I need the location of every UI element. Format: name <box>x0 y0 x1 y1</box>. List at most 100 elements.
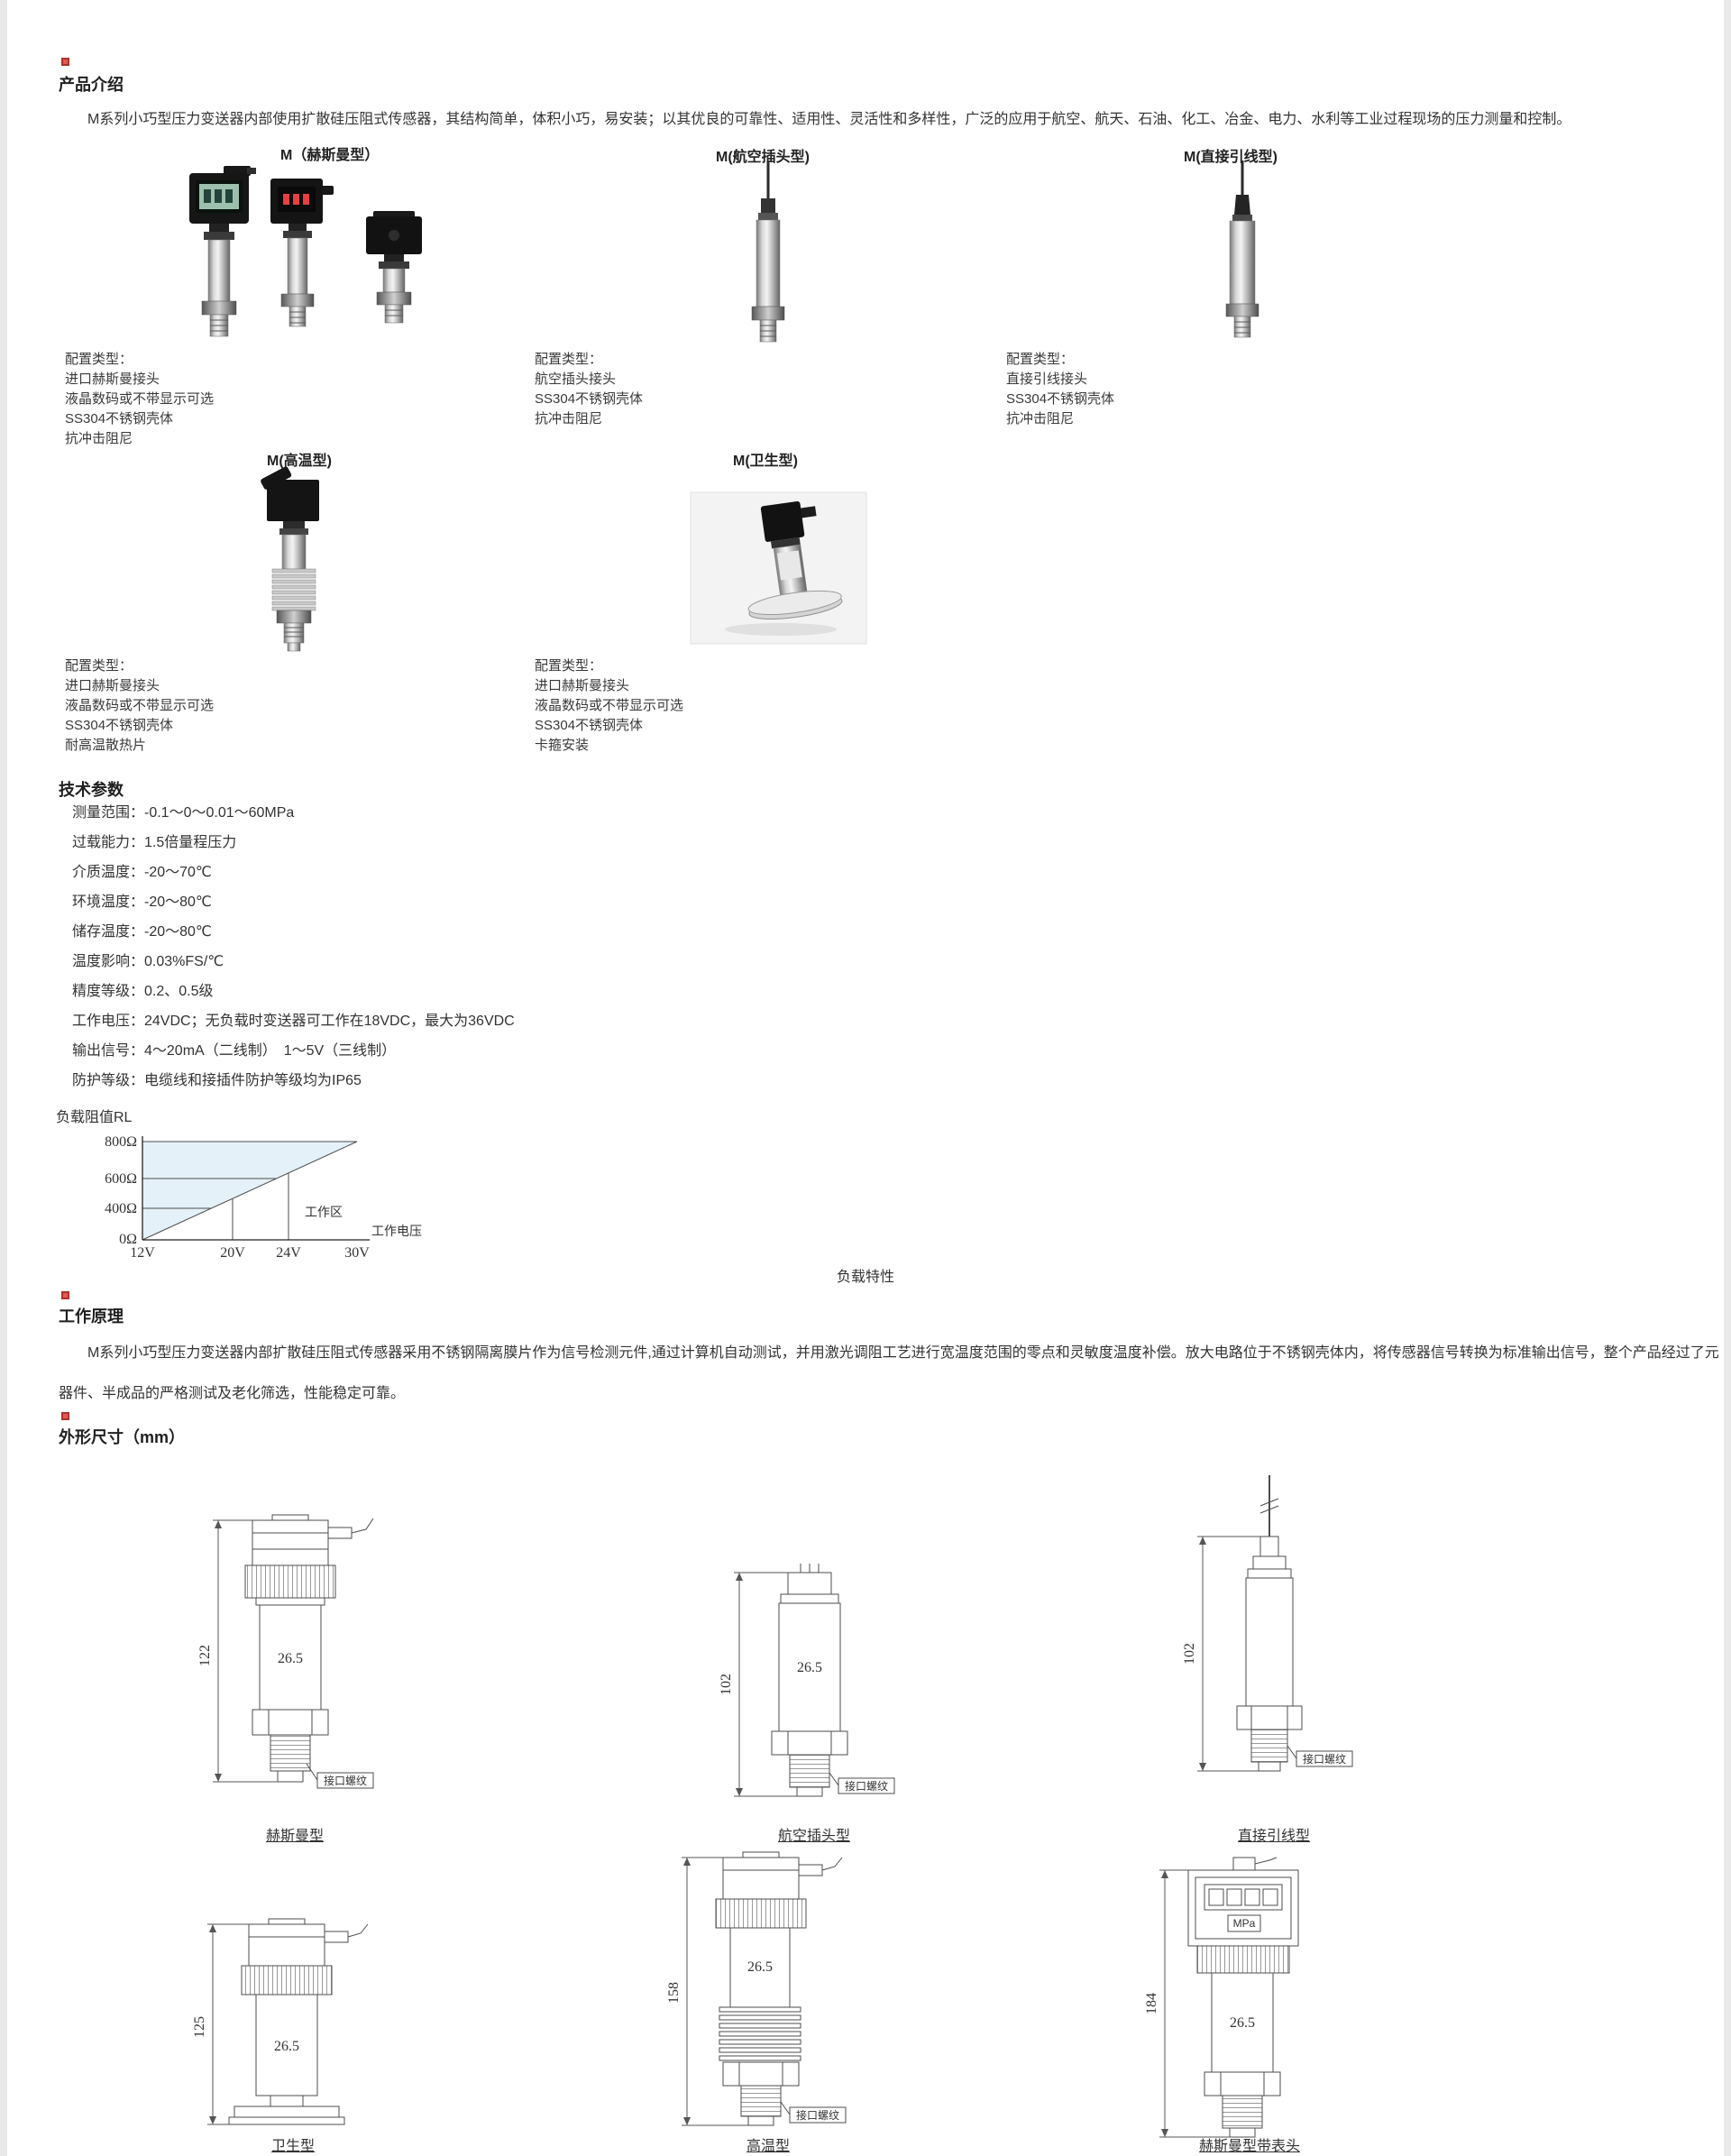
height-dimension: 125 <box>192 2016 207 2038</box>
transmitter-lcd <box>189 166 256 337</box>
diameter-label: 26.5 <box>797 1660 822 1675</box>
direct-lead-product-photo <box>1225 161 1259 338</box>
y-tick-400: 400Ω <box>105 1201 137 1216</box>
diameter-label: 26.5 <box>1230 2015 1255 2031</box>
dimension-drawing-hirschmann: 26.5 接口螺纹 122 <box>197 1514 374 1789</box>
config-block-direct: 配置类型： 直接引线接头 SS304不锈钢壳体 抗冲击阻尼 <box>1006 350 1114 429</box>
config-line: SS304不锈钢壳体 <box>1006 391 1115 407</box>
config-line: 抗冲击阻尼 <box>1006 411 1075 427</box>
height-dimension: 102 <box>1182 1643 1197 1665</box>
aviation-product-photo <box>751 161 785 343</box>
section-title-principle: 工作原理 <box>59 1307 124 1326</box>
config-block-hirschmann: 配置类型： 进口赫斯曼接头 液晶数码或不带显示可选 SS304不锈钢壳体 抗冲击… <box>65 350 214 449</box>
param-line: 过载能力：1.5倍量程压力 <box>72 835 237 850</box>
config-line: 进口赫斯曼接头 <box>535 678 630 693</box>
drawing-caption-hirschmann-display: 赫斯曼型带表头 <box>1198 2139 1300 2154</box>
dimension-drawing-hirschmann-display: MPa 26.5 184 <box>1144 1857 1299 2138</box>
config-line: SS304不锈钢壳体 <box>65 718 174 733</box>
param-line: 输出信号：4～20mA（二线制） 1～5V（三线制） <box>72 1043 397 1059</box>
config-label: 配置类型： <box>1006 352 1075 367</box>
config-label: 配置类型： <box>535 352 603 367</box>
product-title-aviation: M(航空插头型) <box>716 150 810 165</box>
config-line: 进口赫斯曼接头 <box>65 372 160 387</box>
config-line: SS304不锈钢壳体 <box>65 411 174 427</box>
transmitter-plain <box>366 211 422 324</box>
thread-label: 接口螺纹 <box>845 1779 888 1793</box>
height-dimension: 184 <box>1144 1993 1159 2014</box>
sanitary-product-photo <box>690 491 867 645</box>
config-label: 配置类型： <box>65 352 133 367</box>
config-block-hightemp: 配置类型： 进口赫斯曼接头 液晶数码或不带显示可选 SS304不锈钢壳体 耐高温… <box>65 656 214 756</box>
config-line: 抗冲击阻尼 <box>65 431 133 446</box>
tech-params-list: 测量范围：-0.1～0～0.01～60MPa 过载能力：1.5倍量程压力 介质温… <box>72 804 515 1102</box>
diameter-label: 26.5 <box>278 1651 303 1666</box>
chart-y-axis-title: 负载阻值RL <box>56 1109 133 1125</box>
thread-label: 接口螺纹 <box>1303 1752 1346 1766</box>
config-line: 耐高温散热片 <box>65 738 147 753</box>
diameter-label: 26.5 <box>274 2039 299 2054</box>
config-line: 进口赫斯曼接头 <box>65 678 160 693</box>
param-line: 精度等级：0.2、0.5级 <box>72 984 214 999</box>
transmitter-led <box>270 179 334 327</box>
param-line: 工作电压：24VDC；无负载时变送器可工作在18VDC，最大为36VDC <box>72 1014 515 1029</box>
config-line: 液晶数码或不带显示可选 <box>535 698 684 713</box>
product-datasheet-page: 产品介绍 M系列小巧型压力变送器内部使用扩散硅压阻式传感器，其结构简单，体积小巧… <box>7 0 1724 2156</box>
product-title-hightemp: M(高温型) <box>267 454 332 469</box>
drawing-caption-hightemp: 高温型 <box>746 2139 790 2154</box>
load-characteristics-chart: 负载阻值RL 800Ω 600Ω 400Ω 0Ω 12V 20V 24V 30V… <box>56 1109 422 1261</box>
section-title-dimensions: 外形尺寸（mm） <box>59 1428 186 1446</box>
config-line: 抗冲击阻尼 <box>535 411 603 427</box>
config-block-sanitary: 配置类型： 进口赫斯曼接头 液晶数码或不带显示可选 SS304不锈钢壳体 卡箍安… <box>535 656 683 756</box>
product-title-direct: M(直接引线型) <box>1184 150 1278 165</box>
x-tick-30v: 30V <box>344 1245 370 1261</box>
section-title-tech: 技术参数 <box>59 781 124 799</box>
height-dimension: 102 <box>719 1674 734 1695</box>
principle-paragraph: M系列小巧型压力变送器内部扩散硅压阻式传感器采用不锈钢隔离膜片作为信号检测元件,… <box>59 1345 1719 1401</box>
dimension-drawing-sanitary: 26.5 125 <box>192 1918 369 2125</box>
config-line: SS304不锈钢壳体 <box>535 718 644 733</box>
config-label: 配置类型： <box>65 658 133 674</box>
param-line: 温度影响：0.03%FS/℃ <box>72 954 224 969</box>
dimension-drawing-hightemp: 26.5 接口螺纹 158 <box>666 1851 847 2126</box>
config-line: 直接引线接头 <box>1006 372 1088 387</box>
config-line: 液晶数码或不带显示可选 <box>65 698 215 713</box>
drawing-caption-sanitary: 卫生型 <box>270 2139 315 2154</box>
param-line: 环境温度：-20～80℃ <box>72 895 212 910</box>
section-bullet-icon <box>61 58 69 66</box>
chart-caption: 负载特性 <box>836 1270 894 1285</box>
x-tick-20v: 20V <box>220 1245 245 1261</box>
x-tick-12v: 12V <box>130 1245 155 1261</box>
section-bullet-icon <box>61 1291 69 1299</box>
drawing-caption-hirschmann: 赫斯曼型 <box>265 1829 324 1844</box>
intro-paragraph: M系列小巧型压力变送器内部使用扩散硅压阻式传感器，其结构简单，体积小巧，易安装；… <box>59 112 1571 127</box>
param-line: 介质温度：-20～70℃ <box>72 865 212 880</box>
height-dimension: 122 <box>197 1645 213 1666</box>
thread-label: 接口螺纹 <box>796 2108 839 2122</box>
dimension-drawing-direct: 接口螺纹 102 <box>1182 1475 1353 1772</box>
config-line: SS304不锈钢壳体 <box>535 391 644 407</box>
thread-label: 接口螺纹 <box>324 1774 367 1787</box>
high-temp-product-photo <box>261 466 319 652</box>
config-line: 液晶数码或不带显示可选 <box>65 391 215 407</box>
config-line: 卡箍安装 <box>535 738 590 753</box>
display-unit-label: MPa <box>1233 1917 1256 1930</box>
y-tick-800: 800Ω <box>105 1134 137 1150</box>
product-title-sanitary: M(卫生型) <box>733 454 798 469</box>
chart-working-region-label: 工作区 <box>305 1205 343 1219</box>
y-tick-0: 0Ω <box>119 1232 137 1247</box>
section-bullet-icon <box>61 1412 69 1420</box>
height-dimension: 158 <box>666 1982 682 2004</box>
param-line: 防护等级：电缆线和接插件防护等级均为IP65 <box>72 1073 362 1088</box>
x-tick-24v: 24V <box>276 1245 301 1261</box>
config-label: 配置类型： <box>535 658 603 674</box>
diameter-label: 26.5 <box>747 1959 773 1975</box>
chart-x-axis-title: 工作电压 <box>371 1224 422 1238</box>
param-line: 测量范围：-0.1～0～0.01～60MPa <box>72 805 295 821</box>
product-title-hirschmann: M（赫斯曼型） <box>280 148 380 163</box>
hirschmann-product-photo <box>189 166 422 337</box>
section-title-intro: 产品介绍 <box>59 76 124 94</box>
drawing-caption-direct: 直接引线型 <box>1237 1829 1310 1844</box>
drawing-caption-aviation: 航空插头型 <box>777 1829 850 1844</box>
param-line: 储存温度：-20～80℃ <box>72 924 212 940</box>
config-block-aviation: 配置类型： 航空插头接头 SS304不锈钢壳体 抗冲击阻尼 <box>535 350 643 429</box>
